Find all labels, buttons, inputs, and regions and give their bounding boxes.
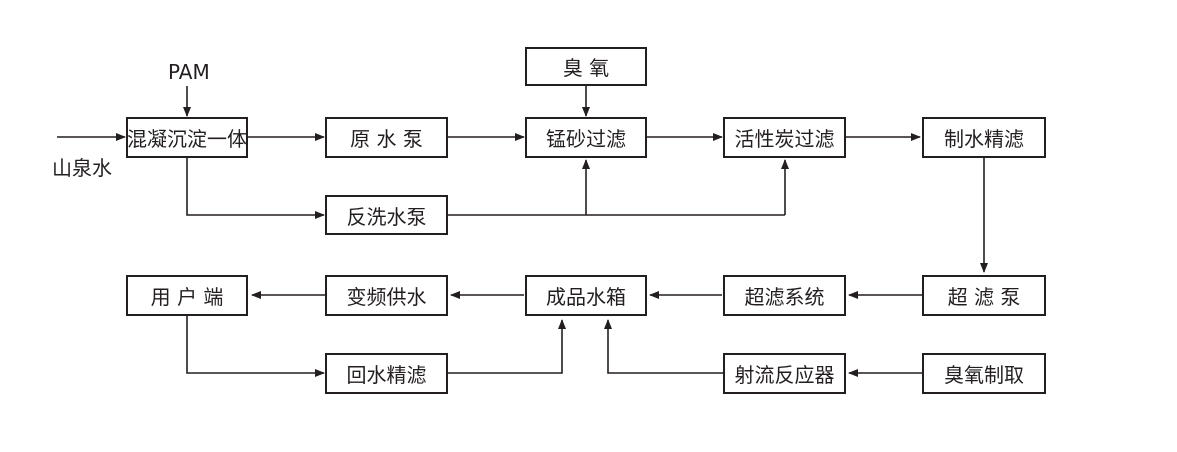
spring-water-label: 山泉水: [52, 156, 112, 180]
arrow-settling-to-backwash: [186, 158, 325, 219]
node-backwash-pump: 反洗水泵: [325, 195, 448, 235]
node-activated-carbon-filter: 活性炭过滤: [723, 117, 846, 158]
arrow-user-to-return-filter: [186, 316, 325, 377]
arrow-return-filter-to-tank: [448, 319, 566, 374]
node-ozone-generation: 臭氧制取: [922, 353, 1046, 394]
node-uf-system: 超滤系统: [723, 275, 846, 316]
node-raw-water-pump: 原 水 泵: [325, 117, 448, 158]
node-manganese-sand-filter: 锰砂过滤: [525, 117, 647, 158]
node-uf-pump: 超 滤 泵: [922, 275, 1046, 316]
node-product-tank: 成品水箱: [525, 275, 647, 316]
node-water-polishing: 制水精滤: [922, 117, 1046, 158]
node-integrated-settling: 混凝沉淀一体: [126, 117, 248, 158]
node-return-filter: 回水精滤: [325, 353, 448, 394]
arrow-reactor-to-tank: [604, 319, 724, 374]
node-user-end: 用 户 端: [126, 275, 248, 316]
node-vfd-supply: 变频供水: [325, 275, 448, 316]
node-jet-reactor: 射流反应器: [723, 353, 846, 394]
node-ozone-top: 臭 氧: [525, 47, 647, 86]
pam-label: PAM: [168, 60, 210, 84]
